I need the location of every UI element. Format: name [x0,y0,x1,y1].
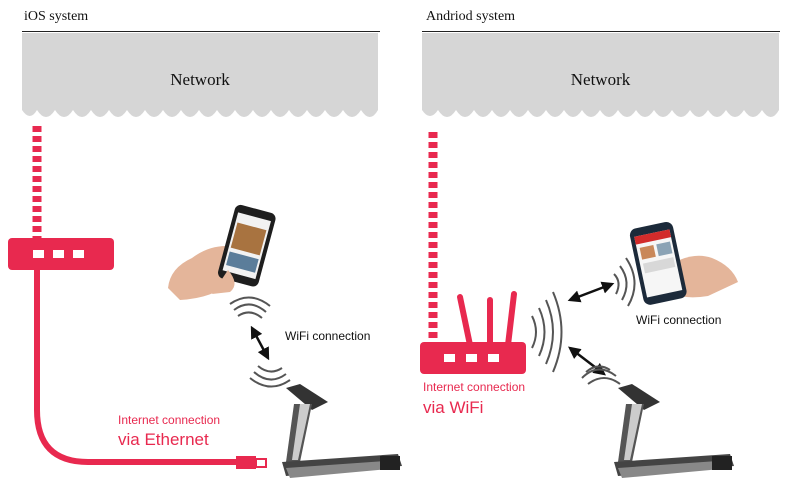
router-icon [8,238,114,270]
android-title-rule [422,31,780,32]
ios-title-rule [22,31,380,32]
ios-wifi-label: WiFi connection [285,329,371,343]
treadmill-wifi-waves-icon [581,365,621,385]
ethernet-plug-icon [236,456,267,469]
ethernet-cable [34,270,236,465]
treadmill-icon [282,384,402,478]
android-panel-title: Andriod system [426,9,516,24]
ios-connection-method: via Ethernet [118,430,209,449]
android-network-label: Network [570,70,631,89]
double-arrow-icon [250,325,270,361]
wifi-waves-icon [229,296,291,388]
ios-internet-label: Internet connection [118,413,221,427]
android-internet-label: Internet connection [423,380,526,394]
android-treadmill-icon [614,384,734,478]
ios-panel-title: iOS system [24,9,89,24]
router-wifi-waves-icon [531,291,563,373]
ios-network-label: Network [170,70,230,89]
android-network-cloud [422,33,779,117]
android-wifi-label: WiFi connection [636,313,722,327]
phone-wifi-waves-icon [613,257,636,307]
android-connection-method: via WiFi [423,398,484,417]
wifi-router-icon [420,291,526,374]
ios-network-cloud [22,33,378,117]
phone-arrow-icon [567,281,615,303]
android-smartphone-icon [629,221,738,305]
smartphone-icon [168,204,276,300]
